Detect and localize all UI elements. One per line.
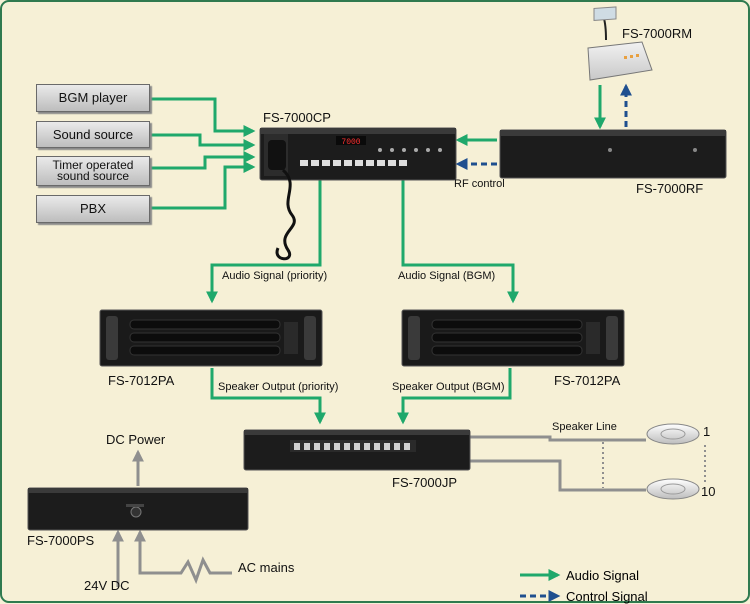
cp-button xyxy=(344,160,352,166)
sound-source-line xyxy=(150,133,256,151)
source-label: PBX xyxy=(79,201,106,216)
speaker-icon xyxy=(646,423,700,445)
jp-slot xyxy=(404,443,410,450)
pa-handle xyxy=(106,316,118,360)
jp-slot xyxy=(354,443,360,450)
pa-panel xyxy=(586,322,600,354)
cp-button xyxy=(388,160,396,166)
jp-slot xyxy=(304,443,310,450)
pa-handle xyxy=(304,316,316,360)
speaker-icon xyxy=(646,478,700,500)
cp-button xyxy=(377,160,385,166)
cp-indicator xyxy=(426,148,430,152)
jp-slot xyxy=(374,443,380,450)
source-pbx: PBX xyxy=(36,195,150,223)
cp-indicator xyxy=(402,148,406,152)
cp-display-readout: 7000 xyxy=(341,138,360,147)
speaker-bgm-label: Speaker Output (BGM) xyxy=(392,381,505,393)
pa-vent xyxy=(129,345,281,356)
dc-power-label: DC Power xyxy=(106,432,166,447)
ac-mains-label: AC mains xyxy=(238,560,295,575)
audio-bgm-label: Audio Signal (BGM) xyxy=(398,270,496,282)
speaker-number-last: 10 xyxy=(701,484,716,499)
source-bgm-player: BGM player xyxy=(36,84,150,112)
legend-control-label: Control Signal xyxy=(566,589,648,604)
cp-button xyxy=(366,160,374,166)
fs7000rm-label: FS-7000RM xyxy=(622,26,693,41)
speaker-priority-label: Speaker Output (priority) xyxy=(218,381,339,393)
cp-button xyxy=(399,160,407,166)
jp-slot xyxy=(314,443,320,450)
jp-slot xyxy=(364,443,370,450)
speaker-line-bottom xyxy=(469,459,646,492)
speaker-line-top xyxy=(469,435,646,442)
pa-panel xyxy=(284,322,298,354)
timer-source-line xyxy=(150,151,256,170)
pa-vent xyxy=(431,345,583,356)
audio-priority-label: Audio Signal (priority) xyxy=(222,270,328,282)
pa-vent xyxy=(431,319,583,330)
cp-button xyxy=(322,160,330,166)
microphone-icon xyxy=(268,140,296,261)
pbx-line xyxy=(150,161,256,210)
dc-24v-label: 24V DC xyxy=(84,578,130,593)
jp-slot xyxy=(334,443,340,450)
jp-slot xyxy=(344,443,350,450)
source-label: Timer operated sound source xyxy=(52,158,134,183)
cp-indicator xyxy=(414,148,418,152)
fs7012pa-left-device xyxy=(99,309,323,367)
jp-slot xyxy=(384,443,390,450)
source-label: BGM player xyxy=(58,90,128,105)
fs7012pa-right-device xyxy=(401,309,625,367)
speaker-priority-line xyxy=(210,368,326,425)
bgm-player-line xyxy=(150,97,256,137)
source-sound-source: Sound source xyxy=(36,121,150,148)
cp-button xyxy=(311,160,319,166)
cp-button xyxy=(355,160,363,166)
source-timer-sound: Timer operated sound source xyxy=(36,156,150,186)
fs7000cp-label: FS-7000CP xyxy=(263,110,331,125)
cp-indicator xyxy=(390,148,394,152)
pa-vent xyxy=(129,319,281,330)
fs7000ps-device xyxy=(27,487,249,531)
pa-handle xyxy=(606,316,618,360)
speaker-bgm-line xyxy=(397,368,512,425)
jp-slot xyxy=(294,443,300,450)
fs7012pa-left-label: FS-7012PA xyxy=(108,373,175,388)
fs7000rf-label: FS-7000RF xyxy=(636,181,704,196)
fs7000jp-label: FS-7000JP xyxy=(392,475,458,490)
legend-audio-label: Audio Signal xyxy=(566,568,639,583)
cp-button xyxy=(300,160,308,166)
cp-indicator xyxy=(378,148,382,152)
fs7000jp-device xyxy=(243,429,471,471)
speaker-number-first: 1 xyxy=(703,424,711,439)
ac-mains-line xyxy=(134,529,232,585)
jp-slot xyxy=(394,443,400,450)
fs7000ps-label: FS-7000PS xyxy=(27,533,95,548)
fs7000rf-device xyxy=(499,129,727,179)
fs7000cp-device: 7000 xyxy=(259,127,457,181)
pa-vent xyxy=(129,332,281,343)
rf-control-label: RF control xyxy=(454,178,505,190)
audio-priority-line xyxy=(206,180,322,304)
jp-slot xyxy=(324,443,330,450)
cp-button xyxy=(333,160,341,166)
source-label: Sound source xyxy=(52,126,134,142)
pa-handle xyxy=(408,316,420,360)
cp-indicator xyxy=(438,148,442,152)
fs7012pa-right-label: FS-7012PA xyxy=(554,373,621,388)
pa-vent xyxy=(431,332,583,343)
audio-bgm-line xyxy=(401,180,519,304)
fs7000rm-device xyxy=(587,6,653,81)
speaker-line-label: Speaker Line xyxy=(552,421,617,433)
